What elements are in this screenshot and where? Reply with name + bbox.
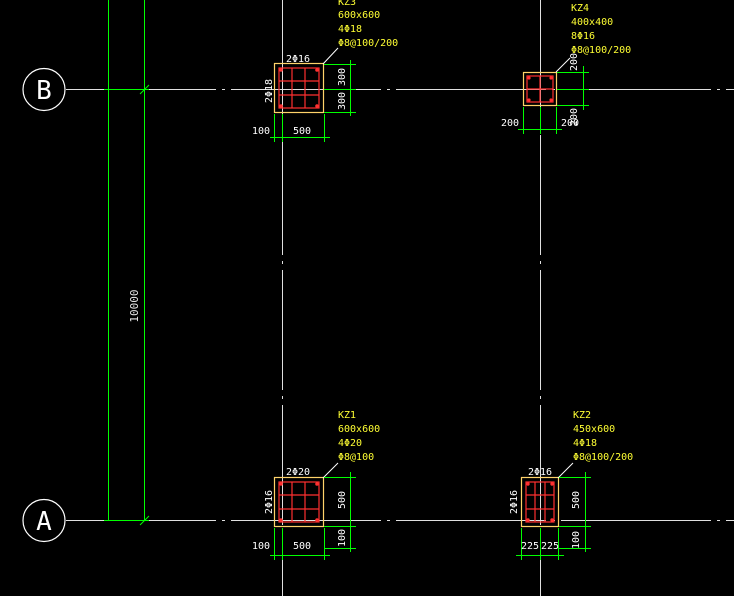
column-kz4-size: 400x400 [571,17,613,28]
column-kz3[interactable]: KZ3 600x600 4Φ18 Φ8@100/200 2Φ16 2Φ18 30… [252,0,398,142]
axis-bubble-a[interactable]: A [22,498,66,543]
column-kz4-main-bars: 8Φ16 [571,31,595,42]
column-kz4-stirrups: Φ8@100/200 [571,45,631,56]
column-kz3-section [273,62,325,114]
column-kz1-dim-right: 500 [293,541,311,552]
column-kz4-dim-bottom: 200 [569,108,580,126]
column-kz3-size: 600x600 [338,10,380,21]
column-kz3-main-bars: 4Φ18 [338,24,362,35]
axis-label-a: A [36,507,52,537]
column-kz4-name: KZ4 [571,3,589,14]
column-kz2-section [520,476,560,528]
column-kz1-main-bars: 4Φ20 [338,438,362,449]
column-kz4-section [522,71,558,107]
column-kz2-main-bars: 4Φ18 [573,438,597,449]
column-kz2-top-bars: 2Φ16 [528,467,552,478]
column-kz2-stirrups: Φ8@100/200 [573,452,633,463]
column-kz1-name: KZ1 [338,410,356,421]
column-kz2-dim-right: 225 [541,541,559,552]
column-kz4[interactable]: KZ4 400x400 8Φ16 Φ8@100/200 200 200 200 … [501,3,631,134]
column-kz3-dim-right: 500 [293,126,311,137]
column-kz1-dim-top: 500 [337,491,348,509]
column-kz1-section [273,476,325,528]
column-kz2[interactable]: KZ2 450x600 4Φ18 Φ8@100/200 2Φ16 2Φ16 50… [509,410,633,560]
column-kz4-dim-top: 200 [569,53,580,71]
column-kz3-top-bars: 2Φ16 [286,54,310,65]
overall-dimension [104,0,150,526]
column-kz3-stirrups: Φ8@100/200 [338,38,398,49]
column-kz2-dim-bottom: 100 [571,531,582,549]
column-kz1[interactable]: KZ1 600x600 4Φ20 Φ8@100 2Φ20 2Φ16 500 10… [252,410,380,560]
column-kz3-side-bars: 2Φ18 [264,79,275,103]
column-kz2-name: KZ2 [573,410,591,421]
column-kz4-dim-right: 200 [561,118,579,129]
column-kz3-dim-bottom: 300 [337,92,348,110]
column-kz2-dim-left: 225 [521,541,539,552]
column-kz1-dim-bottom: 100 [337,529,348,547]
axis-bubble-b[interactable]: B [22,67,66,112]
column-kz3-dim-top: 300 [337,68,348,86]
column-kz1-size: 600x600 [338,424,380,435]
column-kz4-dim-left: 200 [501,118,519,129]
column-kz3-name: KZ3 [338,0,356,8]
column-kz2-dim-top: 500 [571,491,582,509]
axis-label-b: B [36,76,52,106]
column-kz2-size: 450x600 [573,424,615,435]
overall-dimension-value: 10000 [128,289,141,322]
column-kz1-dim-left: 100 [252,541,270,552]
column-kz1-stirrups: Φ8@100 [338,452,374,463]
column-kz1-side-bars: 2Φ16 [264,490,275,514]
column-kz2-side-bars: 2Φ16 [509,490,520,514]
grid-lines [66,0,734,596]
column-kz1-top-bars: 2Φ20 [286,467,310,478]
column-kz3-dim-left: 100 [252,126,270,137]
